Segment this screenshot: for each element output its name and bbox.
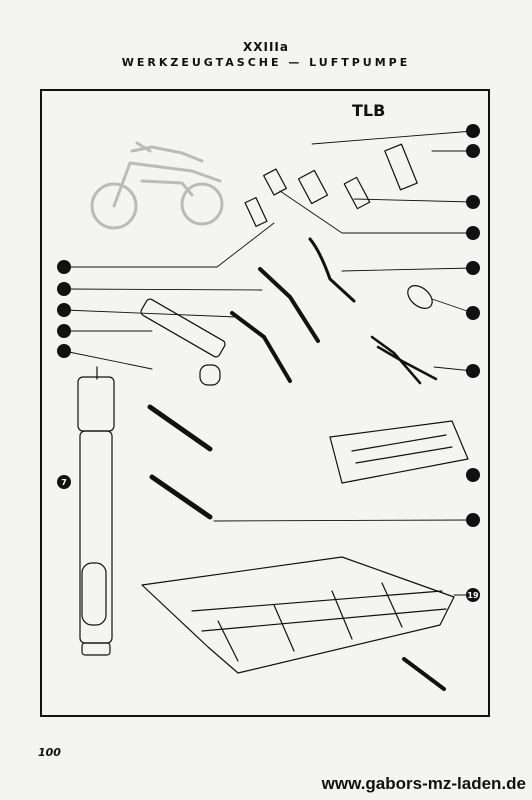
large-tool-roll bbox=[141, 556, 455, 674]
tire-lever bbox=[258, 267, 320, 343]
small-tool-roll bbox=[329, 420, 469, 484]
plate-number: XXIIIa bbox=[243, 40, 289, 54]
leader-lines bbox=[63, 130, 474, 596]
tire-lever bbox=[230, 311, 292, 383]
callout-marker bbox=[57, 303, 71, 317]
callout-marker bbox=[466, 261, 480, 275]
callout-markers bbox=[57, 124, 480, 602]
callout-label-7: 7 bbox=[61, 478, 67, 487]
callout-marker bbox=[57, 475, 71, 489]
box-wrench-set bbox=[244, 143, 418, 227]
valve-tool bbox=[407, 285, 433, 309]
open-end-wrench bbox=[149, 474, 213, 520]
callout-marker bbox=[466, 144, 480, 158]
callout-marker bbox=[57, 260, 71, 274]
pliers bbox=[370, 335, 438, 385]
parts-diagram: 7 19 bbox=[57, 124, 480, 691]
callout-marker bbox=[57, 282, 71, 296]
air-pump bbox=[77, 366, 115, 656]
callout-marker bbox=[466, 124, 480, 138]
callout-marker bbox=[466, 306, 480, 320]
callout-marker bbox=[57, 324, 71, 338]
plate-title: WERKZEUGTASCHE — LUFTPUMPE bbox=[121, 56, 411, 69]
spark-plug-wrench bbox=[140, 298, 226, 386]
website-watermark: www.gabors-mz-laden.de bbox=[321, 774, 526, 793]
callout-label-19: 19 bbox=[467, 591, 479, 600]
callout-marker bbox=[466, 513, 480, 527]
double-wrench bbox=[402, 657, 446, 691]
tommy-bar bbox=[308, 237, 356, 303]
callout-marker bbox=[466, 588, 480, 602]
model-tag: TLB bbox=[352, 101, 386, 120]
callout-marker bbox=[466, 364, 480, 378]
parts-diagram-frame: 7 19 TLB bbox=[40, 89, 490, 717]
motorcycle-illustration bbox=[90, 141, 224, 230]
page-number: 100 bbox=[38, 746, 61, 759]
callout-marker bbox=[466, 226, 480, 240]
callout-marker bbox=[466, 195, 480, 209]
callout-marker bbox=[57, 344, 71, 358]
open-end-wrench bbox=[147, 404, 213, 452]
callout-marker bbox=[466, 468, 480, 482]
